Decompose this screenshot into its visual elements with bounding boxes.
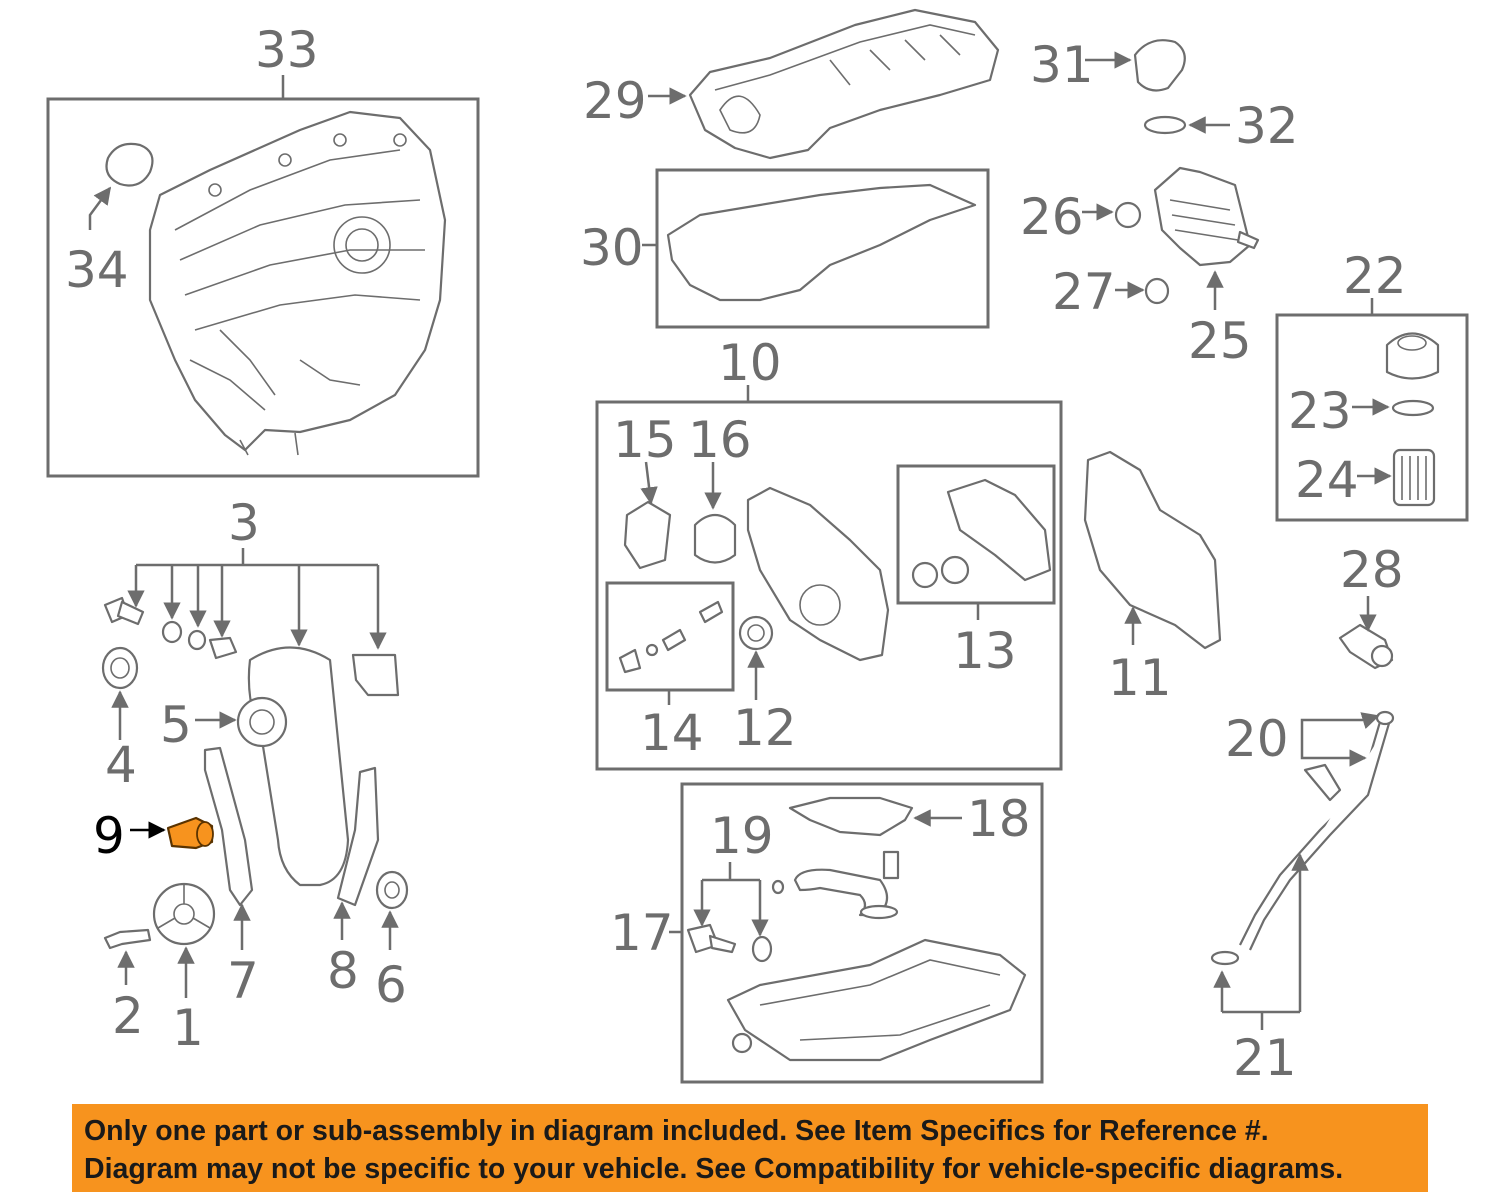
front-cover-gasket-drawing — [1083, 450, 1222, 650]
oil-pan-baffle-drawing — [788, 796, 914, 837]
seal-6-drawing — [375, 870, 409, 910]
callout-7: 7 — [227, 952, 259, 1010]
drain-plug-17-drawing — [686, 923, 737, 954]
callout-10: 10 — [718, 334, 782, 392]
filter-cap-drawing — [1385, 332, 1440, 380]
oring-26-drawing — [1114, 201, 1142, 229]
washer-19-drawing — [771, 879, 785, 895]
callout-33: 33 — [255, 21, 319, 79]
callout-28: 28 — [1340, 541, 1404, 599]
filter-seal-drawing — [1391, 399, 1435, 417]
tensioner-plunger-drawing — [208, 636, 238, 660]
oil-pump-box — [896, 464, 1056, 605]
valve-cover-drawing — [688, 8, 1000, 160]
cam-sprocket-5-drawing — [236, 696, 288, 748]
callout-31: 31 — [1030, 36, 1094, 94]
timing-cover-seal-bore — [799, 584, 841, 626]
callout-20: 20 — [1225, 710, 1289, 768]
callout-1: 1 — [172, 999, 204, 1057]
callout-4: 4 — [105, 736, 137, 794]
crank-sprocket-1-drawing — [152, 882, 216, 946]
callout-22: 22 — [1343, 247, 1407, 305]
intake-manifold-drawing — [148, 110, 447, 456]
callout-29: 29 — [583, 72, 647, 130]
callout-11: 11 — [1108, 649, 1172, 707]
pickup-tube-drawing — [793, 868, 899, 920]
callout-30: 30 — [580, 219, 644, 277]
timing-bolt-drawing — [103, 596, 145, 626]
callout-3: 3 — [228, 494, 260, 552]
callout-27: 27 — [1052, 263, 1116, 321]
callout-14: 14 — [640, 704, 704, 762]
dipstick-tube-drawing — [1210, 710, 1395, 966]
guide-bracket-drawing — [351, 653, 400, 697]
callout-19: 19 — [710, 807, 774, 865]
disclaimer-line-2: Diagram may not be specific to your vehi… — [84, 1153, 1344, 1185]
callout-32: 32 — [1235, 97, 1299, 155]
oring-small-a — [161, 620, 183, 644]
callout-9-highlighted: 9 — [93, 807, 125, 865]
callout-26: 26 — [1020, 188, 1084, 246]
disclaimer-banner: Only one part or sub-assembly in diagram… — [72, 1104, 1428, 1192]
callout-23: 23 — [1288, 382, 1352, 440]
bolt-2-drawing — [103, 928, 152, 950]
oil-pan-drawing — [726, 938, 1027, 1062]
callout-24: 24 — [1295, 451, 1359, 509]
callout-5: 5 — [160, 696, 192, 754]
callout-6: 6 — [375, 956, 407, 1014]
callout-8: 8 — [327, 942, 359, 1000]
seal-4-drawing — [101, 646, 139, 690]
valve-cover-gasket-box — [655, 168, 990, 329]
timing-cover-box — [595, 400, 1063, 771]
callout-15: 15 — [613, 411, 677, 469]
callout-16: 16 — [688, 411, 752, 469]
oring-small-b — [187, 629, 207, 651]
timing-chain-drawing — [247, 646, 350, 887]
callout-18: 18 — [967, 790, 1031, 848]
bolt-19-drawing — [882, 850, 900, 880]
timing-cover-drawing — [746, 486, 890, 662]
intake-manifold-box — [46, 97, 480, 478]
chain-guide-8-drawing — [336, 766, 380, 907]
oil-cooler-drawing — [1153, 166, 1260, 267]
valve-kit-14-drawing — [618, 600, 724, 674]
drain-washer-drawing — [751, 935, 773, 963]
disclaimer-line-1: Only one part or sub-assembly in diagram… — [84, 1115, 1269, 1147]
oil-filter-element-drawing — [1392, 448, 1436, 507]
part-9-highlighted-drawing — [166, 816, 214, 850]
oil-cap-seal-drawing — [1143, 115, 1187, 135]
callout-2: 2 — [112, 987, 144, 1045]
oil-cap-drawing — [1133, 39, 1186, 92]
callout-12: 12 — [733, 699, 797, 757]
crank-seal-12-drawing — [738, 615, 774, 651]
callout-25: 25 — [1188, 312, 1252, 370]
callout-34: 34 — [65, 241, 129, 299]
callout-17: 17 — [610, 904, 674, 962]
oil-pressure-sensor-drawing — [1338, 623, 1394, 670]
intake-gasket-drawing — [105, 142, 154, 187]
gasket-16-drawing — [693, 513, 737, 564]
callout-13: 13 — [953, 622, 1017, 680]
oring-27-drawing — [1144, 277, 1170, 305]
cover-plate-15-drawing — [623, 500, 672, 570]
oil-pump-rotor-drawing — [911, 478, 1052, 589]
callout-21: 21 — [1233, 1029, 1297, 1087]
valve-cover-gasket-drawing — [666, 183, 977, 302]
